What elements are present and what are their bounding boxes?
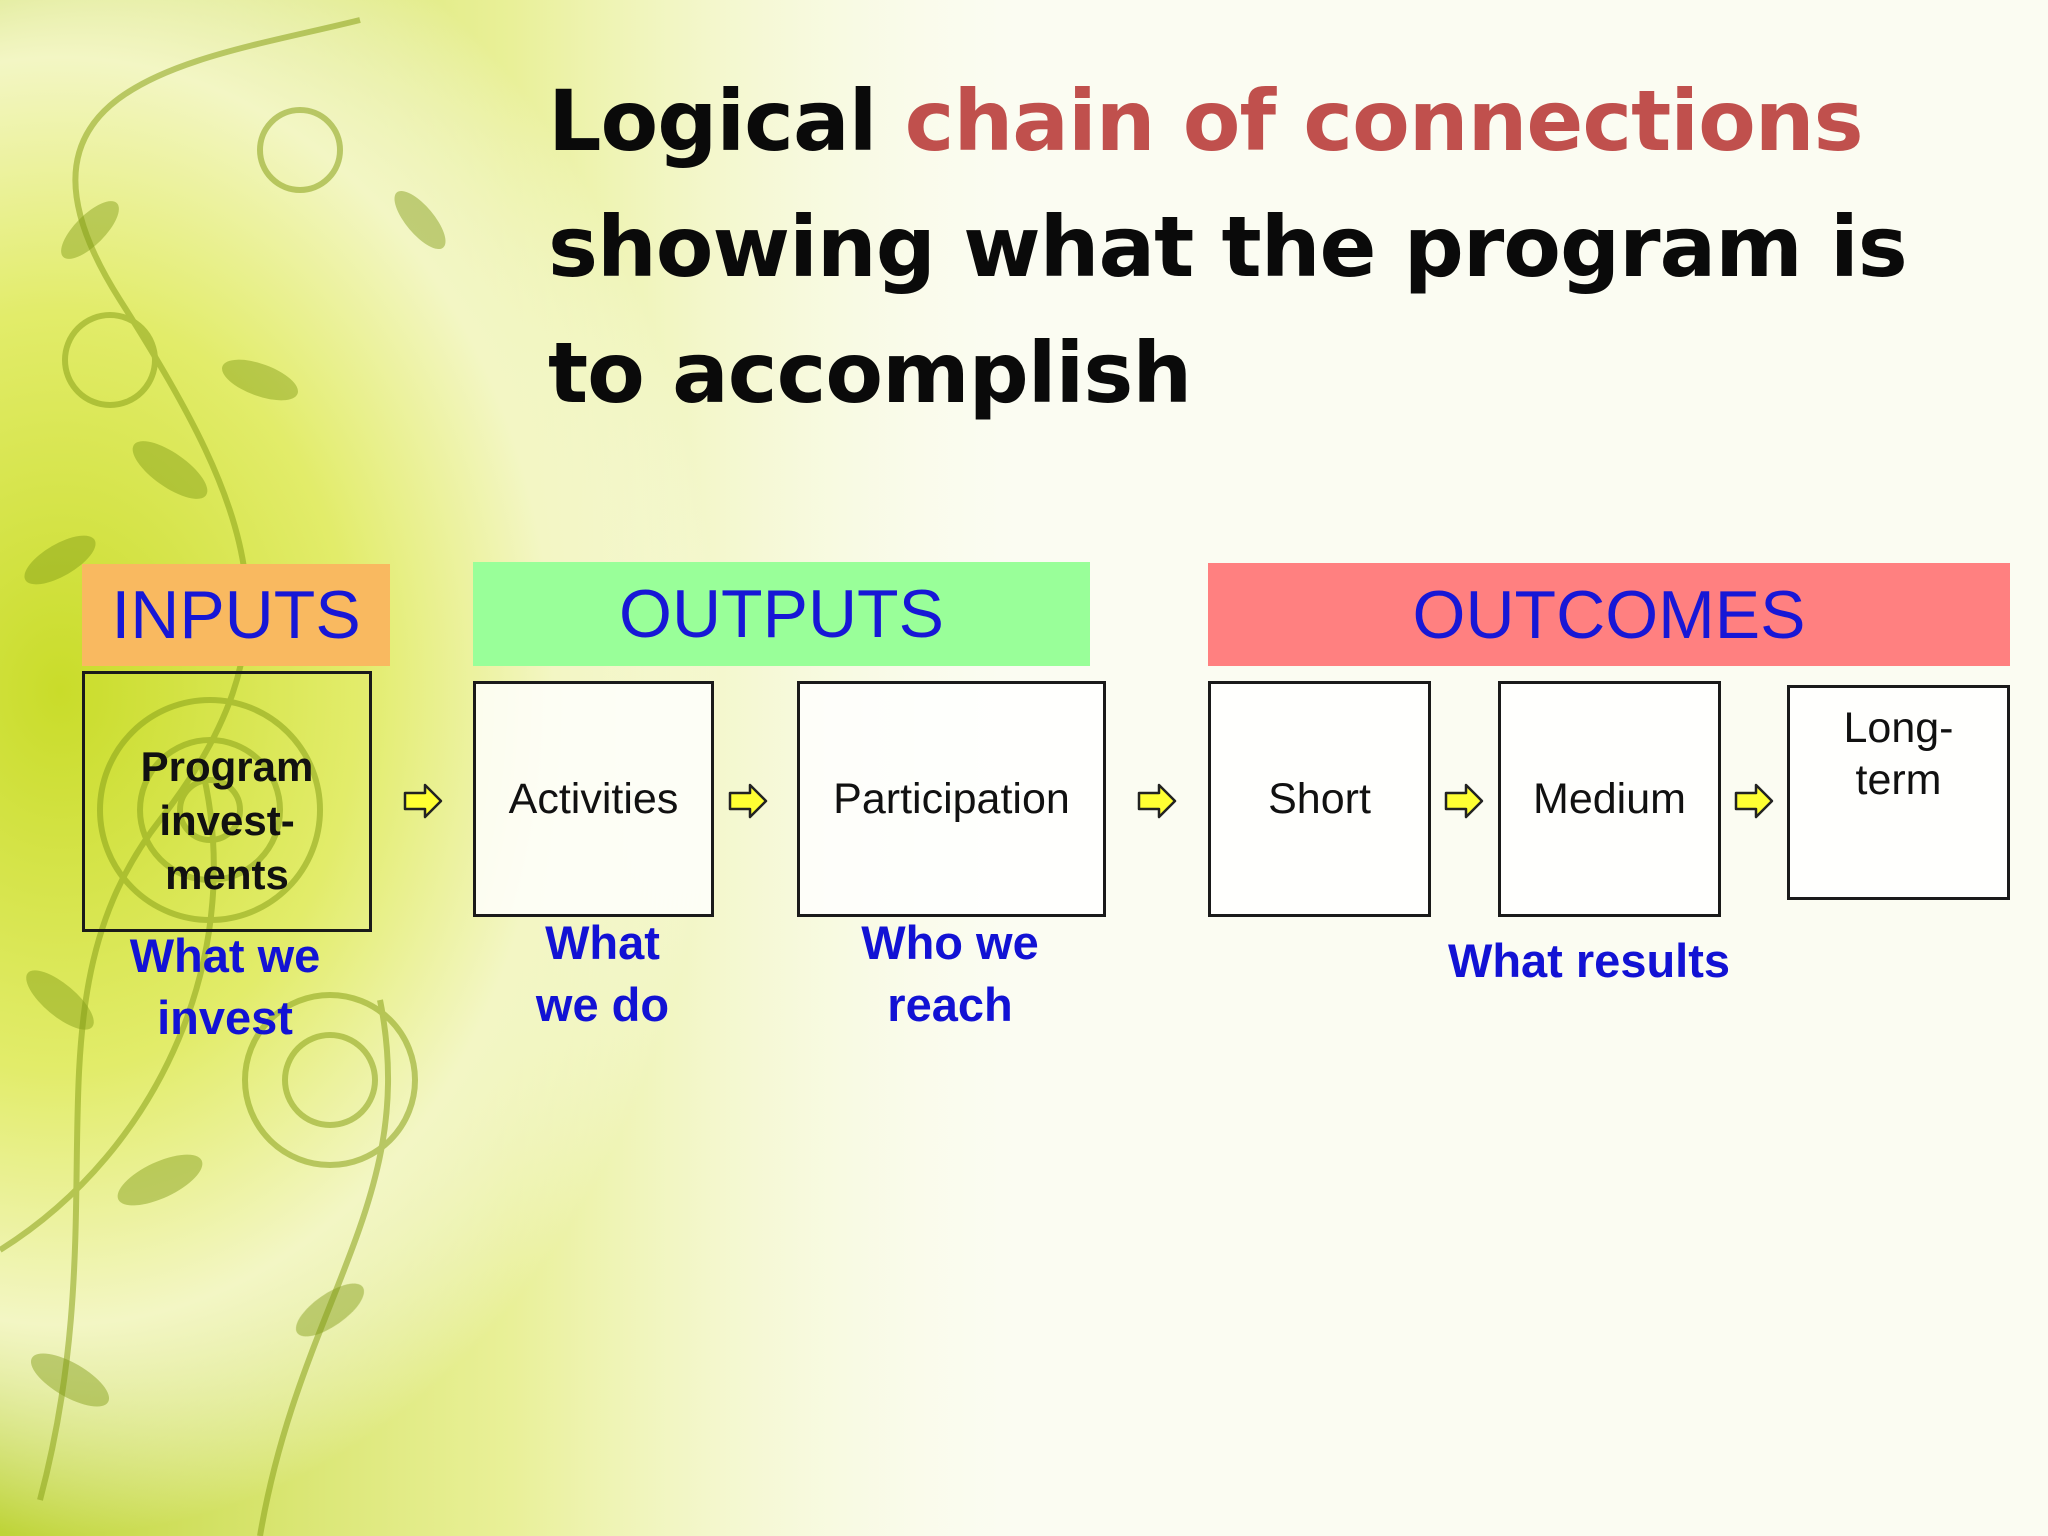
program-investments-label: Program invest- ments [140,742,314,898]
activities-box: Activities [473,681,714,917]
outputs-band: OUTPUTS [473,562,1090,666]
arrow-right-icon [728,783,768,819]
inputs-band: INPUTS [82,564,390,666]
short-box: Short [1208,681,1431,917]
caption-what-results: What results [1447,934,1731,987]
outcomes-band: OUTCOMES [1208,563,2010,666]
long-term-box: Long- term [1787,685,2010,900]
caption-who-we-reach: Who we reach [861,916,1039,1031]
arrow-right-icon [1444,783,1484,819]
activities-label: Activities [508,774,679,823]
caption-what-we-invest: What we invest [129,929,321,1044]
participation-label: Participation [833,774,1070,823]
arrow-right-icon [403,783,443,819]
program-investments-box: Program invest- ments [82,671,372,932]
outcomes-band-label: OUTCOMES [1412,576,1806,653]
arrow-right-icon [1137,783,1177,819]
slide-title: Logical chain of connections showing wha… [548,58,2008,436]
title-part-3: showing what the program is to accomplis… [548,198,1908,422]
title-part-1: Logical [548,72,905,170]
arrow-right-icon [1734,783,1774,819]
outputs-band-label: OUTPUTS [619,576,944,652]
medium-label: Medium [1533,774,1686,823]
title-accent: chain of connections [904,72,1864,170]
inputs-band-label: INPUTS [111,577,361,653]
long-term-label: Long- term [1843,704,1954,804]
short-label: Short [1268,774,1371,823]
participation-box: Participation [797,681,1106,917]
caption-what-we-do: What we do [535,916,670,1031]
medium-box: Medium [1498,681,1721,917]
